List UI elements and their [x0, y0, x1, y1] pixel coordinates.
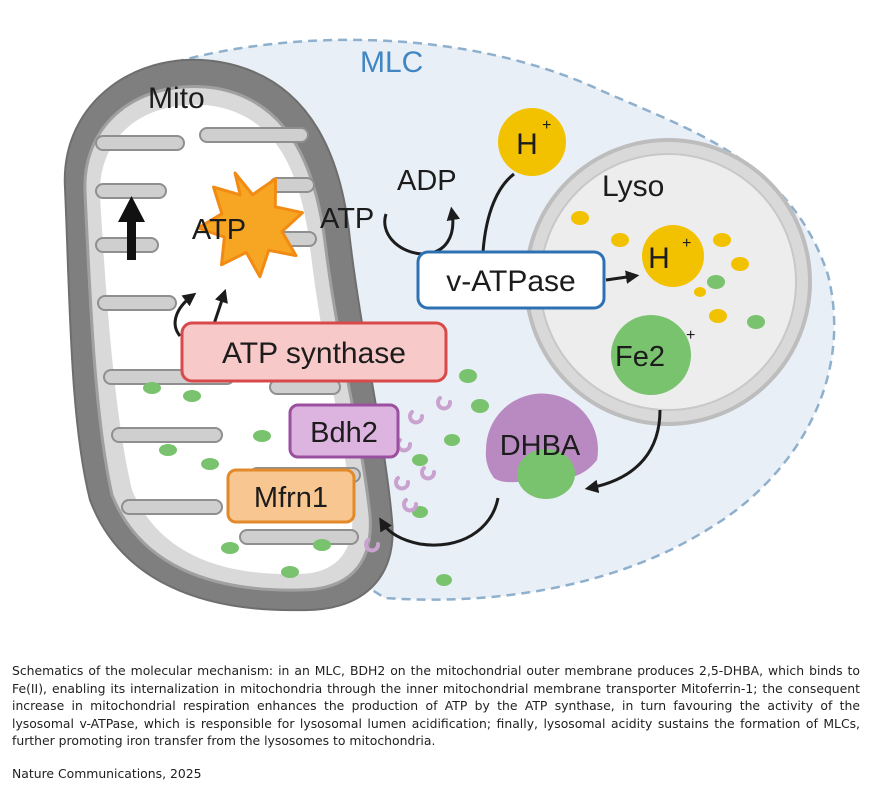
- bdh2-protein: Bdh2: [288, 403, 400, 459]
- fe2-ion: Fe2 +: [611, 315, 695, 395]
- atp-synthase-label: ATP synthase: [222, 337, 406, 370]
- v-atpase-protein: v-ATPase: [416, 250, 606, 310]
- v-atpase-to-lumen-arrow: [605, 270, 640, 284]
- dhba-label: DHBA: [500, 430, 581, 462]
- mfrn1-protein: Mfrn1: [226, 468, 356, 524]
- fe2-release-arrow: [584, 409, 662, 494]
- lyso-iron-dots: [707, 275, 765, 329]
- mlc-label: MLC: [360, 46, 423, 79]
- figure-source: Nature Communications, 2025: [12, 766, 202, 781]
- cytosolic-dhba-fragments: [364, 396, 452, 553]
- mechanism-diagram: MLC: [63, 38, 836, 612]
- dhba-molecule: DHBA: [485, 393, 598, 499]
- adp-label: ADP: [397, 165, 457, 197]
- atp-synthase-output-arrow: [212, 288, 228, 325]
- proton-uptake-curve: [481, 172, 515, 253]
- atp-increase-arrow: [118, 196, 145, 260]
- v-atpase-label: v-ATPase: [446, 265, 575, 298]
- atp-burst-label: ATP: [192, 214, 246, 246]
- mfrn1-label: Mfrn1: [254, 482, 328, 514]
- top-proton-charge: +: [542, 117, 551, 134]
- fe2-letters: Fe2: [615, 341, 665, 373]
- mito-iron-dots: [143, 382, 331, 578]
- atp-synthase-to-atp-arrow: [173, 292, 197, 337]
- figure-caption: Schematics of the molecular mechanism: i…: [12, 663, 860, 749]
- lyso-proton-letter: H: [648, 242, 670, 275]
- cytosolic-iron-dots: [412, 369, 489, 586]
- mito-label: Mito: [148, 82, 205, 115]
- lyso-proton: H +: [642, 225, 704, 287]
- atp-synthase-protein: ATP synthase: [180, 321, 448, 383]
- bdh2-label: Bdh2: [310, 417, 378, 449]
- lyso-proton-charge: +: [682, 235, 691, 252]
- top-proton: H +: [498, 108, 566, 176]
- top-proton-letter: H: [516, 128, 538, 161]
- iron-import-arrow: [379, 497, 500, 547]
- lyso-label: Lyso: [602, 170, 664, 203]
- atp-burst-shape: [196, 171, 304, 279]
- fe2-charge: +: [686, 327, 695, 344]
- atp-input-label: ATP: [320, 203, 374, 235]
